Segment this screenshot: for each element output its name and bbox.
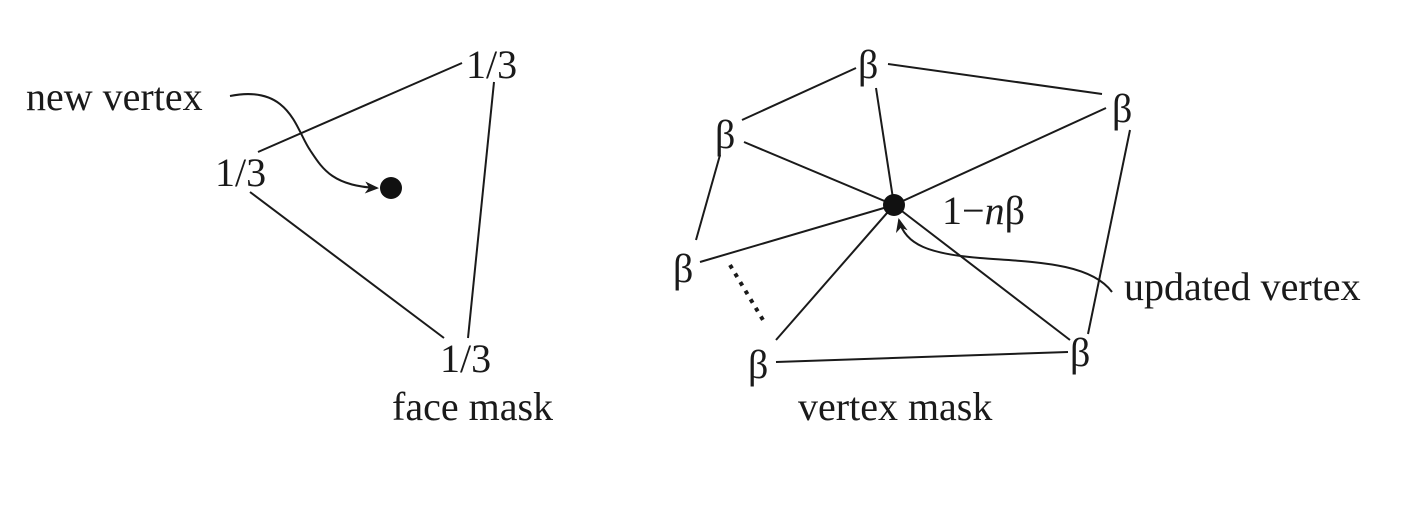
updated-vertex-label: updated vertex (1124, 264, 1361, 309)
vertex-spoke (893, 107, 1107, 206)
new-vertex-label: new vertex (26, 74, 203, 119)
face-edge-left-top (257, 62, 463, 153)
vertex-outer-edge (695, 154, 721, 241)
vertex-spoke (699, 204, 895, 263)
vertex-weight-beta: β (1112, 86, 1132, 131)
vertex-weight-beta: β (858, 42, 878, 87)
face-weight-left: 1/3 (215, 150, 266, 195)
vertex-spoke (775, 204, 895, 341)
center-weight-beta: β (1005, 188, 1025, 233)
new-vertex-dot (380, 177, 402, 199)
vertex-spoke (893, 204, 1071, 341)
center-weight-prefix: 1− (942, 188, 985, 233)
vertex-weight-beta: β (748, 342, 768, 387)
center-weight-n: n (985, 188, 1005, 233)
vertex-weight-beta: β (715, 112, 735, 157)
face-mask-caption: face mask (392, 384, 553, 429)
face-edge-right (467, 81, 495, 339)
vertex-mask: β β β β β β 1−nβ updated vertex vertex m… (673, 42, 1361, 429)
vertex-weight-beta: β (1070, 330, 1090, 375)
center-weight: 1−nβ (942, 188, 1025, 233)
updated-vertex-pointer (895, 218, 1113, 293)
vertex-outer-edge (887, 63, 1103, 95)
new-vertex-pointer (229, 93, 379, 194)
face-weight-top: 1/3 (466, 42, 517, 87)
face-mask: new vertex 1/3 1/3 1/3 face mask (26, 42, 553, 429)
vertex-outer-edge (775, 351, 1069, 363)
vertex-outer-edge (1087, 129, 1131, 335)
vertex-spoke (875, 87, 895, 206)
vertex-dotted-edge (728, 263, 768, 327)
face-weight-bottom: 1/3 (440, 336, 491, 381)
vertex-spoke (743, 141, 895, 206)
vertex-mask-caption: vertex mask (798, 384, 992, 429)
updated-vertex-dot (883, 194, 905, 216)
vertex-outer-edge (741, 67, 857, 121)
vertex-weight-beta: β (673, 246, 693, 291)
face-edge-bottom-left (249, 191, 445, 339)
